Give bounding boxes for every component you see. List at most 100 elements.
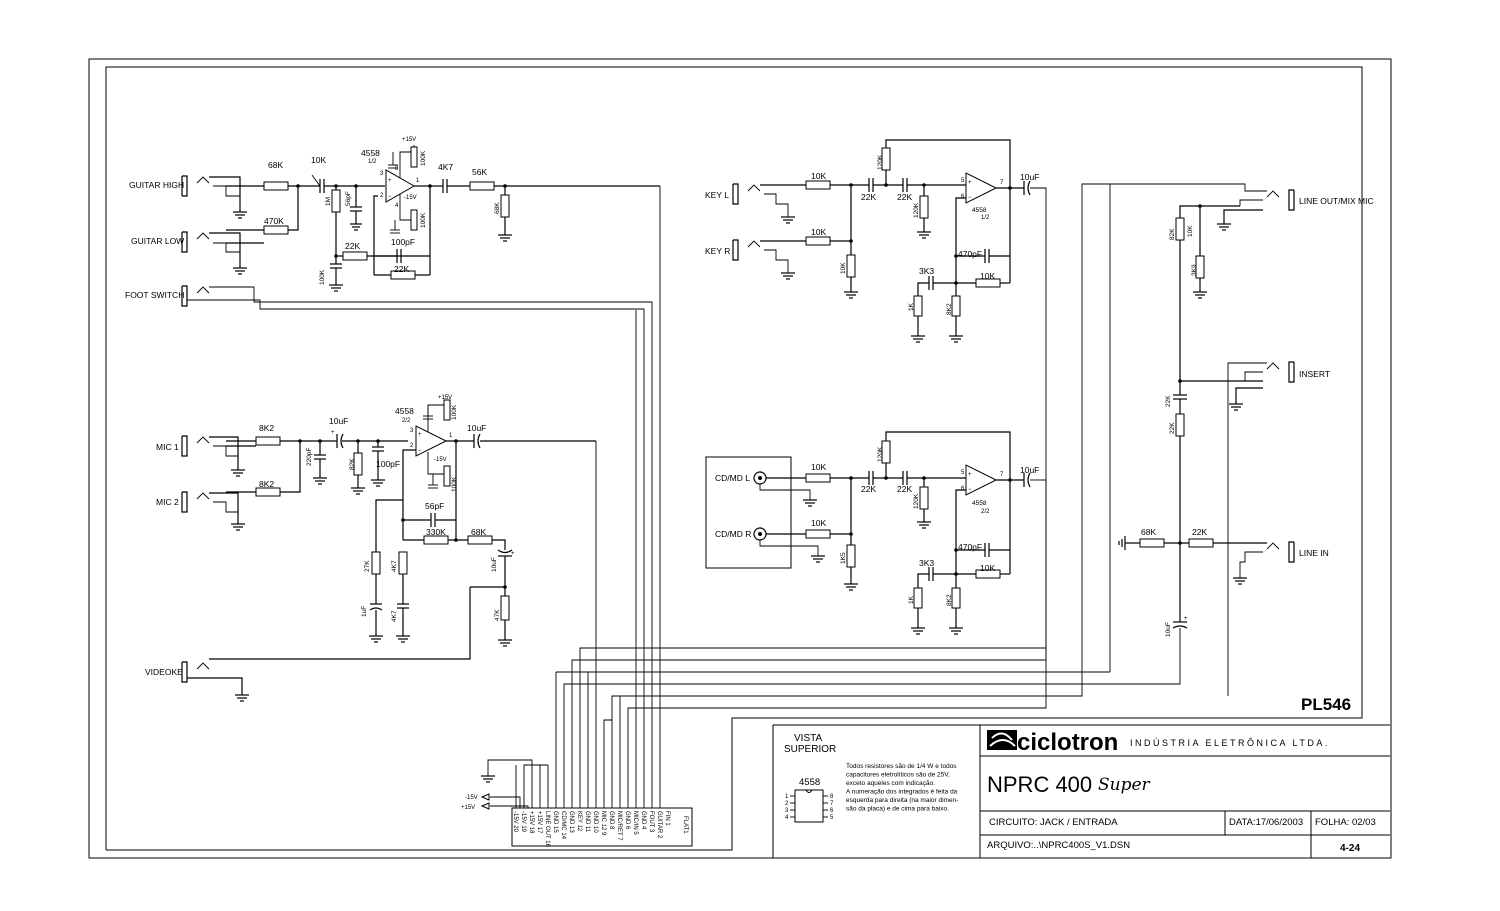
svg-text:5: 5 xyxy=(961,178,965,184)
jack-label-guitar-high: GUITAR HIGH xyxy=(129,180,184,190)
svg-text:7: 7 xyxy=(1000,472,1004,478)
sheet-label: FOLHA: 02/03 xyxy=(1315,817,1376,828)
svg-text:10K: 10K xyxy=(811,171,826,181)
jack-label-mic2: MIC 2 xyxy=(156,497,179,507)
svg-text:4K7: 4K7 xyxy=(438,162,453,172)
line-section: LINE OUT/MIX MIC 82K 10K 3K9 INSERT 22K … xyxy=(563,183,1374,808)
svg-text:+15V: +15V xyxy=(402,137,416,143)
connector-pin-label: FIN 1 xyxy=(664,811,670,826)
inner-frame xyxy=(105,66,1363,851)
svg-text:22K: 22K xyxy=(1165,395,1172,407)
svg-text:1K: 1K xyxy=(908,595,915,604)
svg-text:-15V: -15V xyxy=(434,457,447,463)
svg-text:10uF: 10uF xyxy=(467,423,486,433)
svg-text:470pF: 470pF xyxy=(958,249,982,259)
connector-pin-label: KEY 12 xyxy=(576,811,582,832)
mic-input-section: MIC 1 MIC 2 8K2 8K2 220pF 10uF + xyxy=(145,395,597,808)
svg-text:82K: 82K xyxy=(1169,228,1176,240)
svg-text:56pF: 56pF xyxy=(345,191,352,206)
svg-text:100pF: 100pF xyxy=(391,237,415,247)
svg-text:68K: 68K xyxy=(268,160,283,170)
svg-text:2/2: 2/2 xyxy=(402,418,411,424)
svg-text:10K: 10K xyxy=(811,462,826,472)
svg-text:10K: 10K xyxy=(811,518,826,528)
svg-text:8K2: 8K2 xyxy=(946,303,953,315)
svg-text:120K: 120K xyxy=(913,493,920,509)
jack-label-guitar-low: GUITAR LOW xyxy=(131,236,184,246)
svg-text:−: − xyxy=(418,448,422,454)
svg-text:+: + xyxy=(331,430,335,436)
model-name: NPRC 400 xyxy=(987,772,1092,797)
svg-text:100K: 100K xyxy=(420,212,427,228)
outer-frame xyxy=(88,58,1392,859)
jack-label-insert: INSERT xyxy=(1299,369,1330,379)
svg-text:22K: 22K xyxy=(897,192,912,202)
board-id: PL546 xyxy=(1301,695,1351,714)
svg-text:1/2: 1/2 xyxy=(368,159,377,165)
svg-text:8K2: 8K2 xyxy=(259,423,274,433)
svg-text:3K3: 3K3 xyxy=(919,266,934,276)
connector-pin-label: GND 4 xyxy=(640,811,646,830)
svg-text:6: 6 xyxy=(961,194,965,200)
svg-text:−: − xyxy=(968,487,972,493)
svg-text:100K: 100K xyxy=(451,476,458,492)
cdmd-input-section: CD/MD L CD/MD R 10K 10K 1K5 22K 120K 22K xyxy=(571,431,1047,808)
jack-label-line-out: LINE OUT/MIX MIC xyxy=(1299,196,1374,206)
jack-label-key-r: KEY R xyxy=(705,246,730,256)
svg-text:470pF: 470pF xyxy=(958,542,982,552)
note-line: A numeração dos integrados é feita da xyxy=(846,789,958,796)
svg-text:+: + xyxy=(511,551,515,557)
note-line: são da placa) e de cima para baixo. xyxy=(846,806,949,813)
svg-text:10K: 10K xyxy=(980,563,995,573)
svg-text:120K: 120K xyxy=(877,154,884,170)
view-title-1: VISTA xyxy=(794,733,822,744)
connector-pin-label: GND 13 xyxy=(568,811,574,833)
svg-text:−: − xyxy=(968,195,972,201)
model-suffix: Super xyxy=(1098,775,1151,795)
svg-text:10K: 10K xyxy=(811,227,826,237)
svg-text:2: 2 xyxy=(785,801,789,807)
svg-text:4558: 4558 xyxy=(972,500,987,507)
note-line: esquerda para direita (na maior dimen- xyxy=(846,797,958,804)
view-title-2: SUPERIOR xyxy=(784,744,836,755)
note-line: exceto aqueles com indicação. xyxy=(846,780,935,787)
svg-text:2: 2 xyxy=(410,443,414,449)
svg-text:4558: 4558 xyxy=(361,148,380,158)
svg-text:+: + xyxy=(968,472,972,478)
svg-text:8K2: 8K2 xyxy=(259,479,274,489)
svg-text:10K: 10K xyxy=(311,155,326,165)
svg-text:100pF: 100pF xyxy=(376,459,400,469)
connector-pin-label: +15V 18 xyxy=(528,811,534,834)
supply-neg-label: -15V xyxy=(465,795,478,801)
svg-text:22K: 22K xyxy=(1169,422,1176,434)
flat-connector: -15V +15V FLAT1 -15V 20-15V 19+15V 18+15… xyxy=(461,793,693,848)
connector-pin-label: -15V 19 xyxy=(520,811,526,833)
svg-text:1K5: 1K5 xyxy=(840,552,847,564)
svg-text:+: + xyxy=(968,180,972,186)
svg-text:10uF: 10uF xyxy=(491,557,498,572)
note-line: Todos resistores são de 1/4 W e todos xyxy=(846,763,957,770)
svg-text:68K: 68K xyxy=(471,527,486,537)
svg-text:8: 8 xyxy=(830,794,834,800)
svg-text:22K: 22K xyxy=(861,192,876,202)
svg-text:7: 7 xyxy=(1000,180,1004,186)
svg-text:-15V: -15V xyxy=(404,195,417,201)
opamp-d xyxy=(965,464,998,496)
jack-label-cdmd-r: CD/MD R xyxy=(715,529,751,539)
connector-pin-label: GND 10 xyxy=(592,811,598,833)
svg-text:−: − xyxy=(388,194,392,200)
connector-pin-label: GND 6 xyxy=(624,811,630,830)
connector-pin-label: +15V 17 xyxy=(536,811,542,834)
company-logo: ciclotron xyxy=(987,729,1118,756)
title-block: VISTA SUPERIOR 4558 1 2 3 4 8 7 6 5 Todo… xyxy=(772,724,1390,858)
svg-text:3K3: 3K3 xyxy=(919,558,934,568)
svg-text:10uF: 10uF xyxy=(1020,465,1039,475)
svg-text:100K: 100K xyxy=(420,150,427,166)
svg-text:10uF: 10uF xyxy=(1165,622,1172,637)
svg-text:1K: 1K xyxy=(908,302,915,311)
svg-text:10K: 10K xyxy=(1187,225,1194,237)
svg-text:1: 1 xyxy=(785,794,789,800)
svg-text:4K7: 4K7 xyxy=(391,560,398,572)
company-subtitle: INDÚSTRIA ELETRÔNICA LTDA. xyxy=(1130,738,1330,748)
jack-label-mic1: MIC 1 xyxy=(156,442,179,452)
